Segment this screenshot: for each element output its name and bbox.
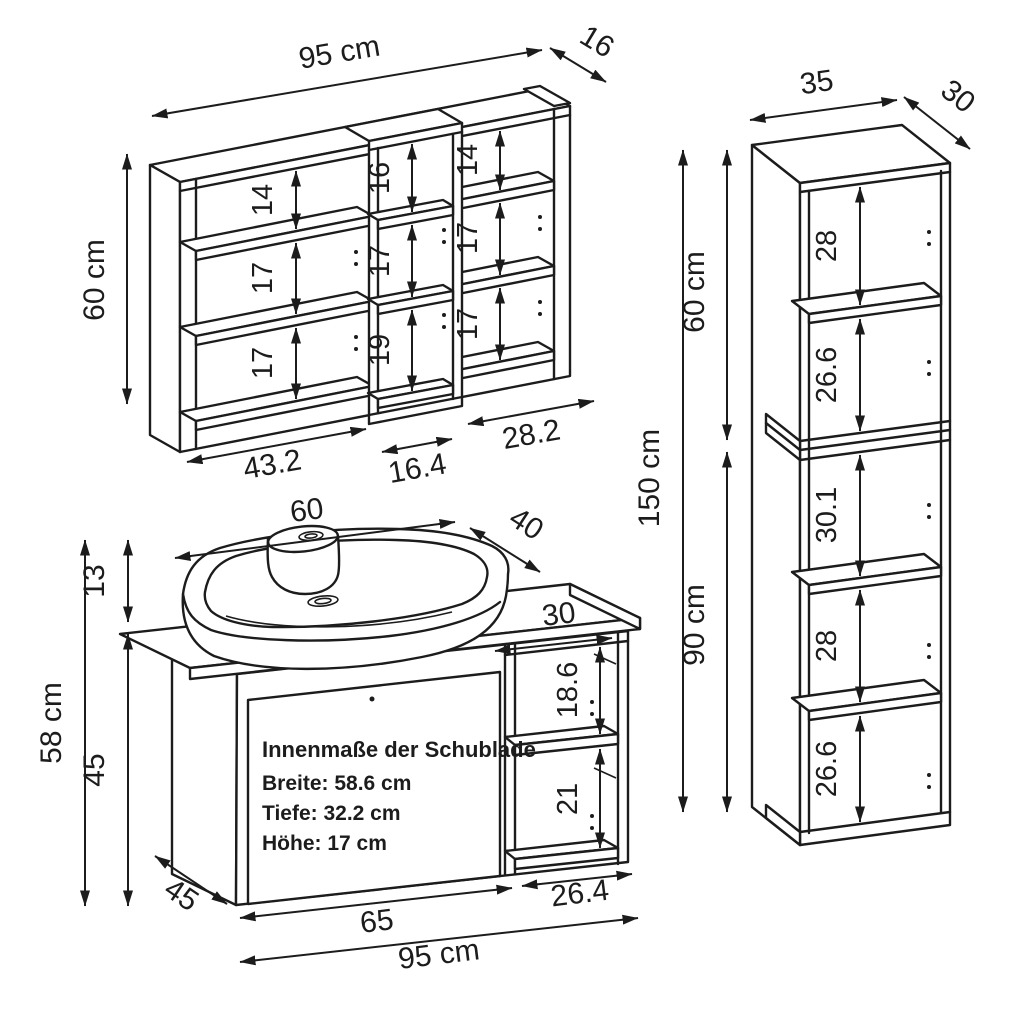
tall-cabinet-front <box>798 161 952 847</box>
tall-cabinet-upper-height-label: 60 cm <box>678 251 711 333</box>
vanity-shelf-gap-1: 18.6 <box>552 662 584 718</box>
sink-width-label: 60 <box>288 492 325 529</box>
wall-shelf-depth-dimline <box>549 47 607 83</box>
vanity-drawer-front <box>246 670 502 906</box>
wall-shelf-section-width-2: 16.4 <box>386 447 449 490</box>
wall-shelf-right-gap-1: 14 <box>452 144 484 176</box>
drawer-note-breite: Breite: 58.6 cm <box>262 772 411 795</box>
tall-cabinet-width-dimline <box>749 97 898 123</box>
drawer-note-hoehe: Höhe: 17 cm <box>262 832 387 855</box>
tall-cabinet-total-height-label: 150 cm <box>633 429 666 527</box>
tall-cabinet-depth-label: 30 <box>935 73 982 120</box>
vanity-unit: Innenmaße der Schublade Breite: 58.6 cm … <box>35 492 642 976</box>
vanity-total-width-dimline <box>239 914 639 966</box>
sink-width-dimline <box>174 519 456 561</box>
vanity-door-knob <box>369 696 375 702</box>
wall-shelf-middle-gap-1: 16 <box>364 162 396 194</box>
vanity-total-height-label: 58 cm <box>35 682 68 764</box>
sink-depth-dimline <box>469 527 541 573</box>
vanity-depth-dimline <box>154 855 228 905</box>
sink-depth-label: 40 <box>503 501 549 547</box>
wall-shelf-left-gable <box>148 163 182 454</box>
tall-cabinet-dimensions: 35 30 150 cm 60 cm 90 cm 28 26.6 30.1 28… <box>633 64 982 823</box>
tall-cabinet-lower-gap-3: 26.6 <box>811 741 843 797</box>
tall-cabinet-base-tail <box>764 803 802 847</box>
vanity-total-width-label: 95 cm <box>396 933 481 976</box>
drawer-note-tiefe: Tiefe: 32.2 cm <box>262 802 401 825</box>
tall-cabinet-lower-gap-2: 28 <box>811 630 843 662</box>
wall-shelf-left-gap-2: 17 <box>247 262 279 294</box>
drawer-note-title: Innenmaße der Schublade <box>262 737 536 762</box>
tall-cabinet-lower-height-label: 90 cm <box>678 584 711 666</box>
wall-shelf-width-dimline <box>151 47 543 119</box>
vanity-door-width-dimline <box>239 884 513 922</box>
wall-shelf-left-gap-3: 17 <box>247 347 279 379</box>
vanity-dimensions: 60 40 30 58 cm 13 45 18.6 21 45 65 26.4 … <box>35 492 639 976</box>
wall-shelf-width-label: 95 cm <box>296 30 382 76</box>
wall-shelf-section-width-3: 28.2 <box>500 413 563 456</box>
drain-outer <box>307 594 339 608</box>
vanity-shelf-gap-2: 21 <box>552 783 584 815</box>
vanity-note: Innenmaße der Schublade Breite: 58.6 cm … <box>262 737 536 855</box>
tall-cabinet-shelves <box>764 281 952 847</box>
vanity-sink <box>181 524 510 671</box>
wall-shelf-left-compartment <box>178 205 375 432</box>
tall-cabinet-carcass <box>750 123 952 847</box>
wall-shelf-unit: 95 cm 16 60 cm 14 17 17 16 17 19 14 17 1… <box>78 19 620 490</box>
vanity-counter-end <box>568 582 642 631</box>
counter-shelf-depth-dimline <box>494 634 613 655</box>
wall-shelf-right-gap-3: 17 <box>452 308 484 340</box>
wall-shelf-height-label: 60 cm <box>78 239 111 321</box>
wall-shelf-middle-gap-2: 17 <box>364 245 396 277</box>
vanity-cabinet-height-label: 45 <box>78 753 111 786</box>
vanity-door <box>246 670 502 906</box>
tall-cabinet-upper-gap-1: 28 <box>811 230 843 262</box>
vanity-shelf-width-label: 26.4 <box>549 874 611 914</box>
sink-basin-curve <box>225 611 453 628</box>
wall-shelf-middle-gap-3: 19 <box>364 334 396 366</box>
tall-cabinet-left-side <box>750 143 802 847</box>
sink-height-label: 13 <box>78 564 111 597</box>
tall-cabinet-peg-holes <box>927 230 931 789</box>
tall-cabinet-unit: 35 30 150 cm 60 cm 90 cm 28 26.6 30.1 28… <box>633 64 982 847</box>
vanity-door-width-label: 65 <box>358 903 395 940</box>
tall-cabinet-upper-gap-2: 26.6 <box>811 347 843 403</box>
tall-cabinet-depth-dimline <box>903 96 971 150</box>
vanity-shelf-width-dimline <box>521 870 633 890</box>
sink-rim-front <box>181 592 502 642</box>
drain-inner <box>314 597 332 605</box>
wall-shelf-dimensions: 95 cm 16 60 cm 14 17 17 16 17 19 14 17 1… <box>78 19 620 490</box>
vanity-left-side <box>170 642 239 907</box>
wall-shelf-depth-label: 16 <box>574 19 620 64</box>
tall-cabinet-width-label: 35 <box>798 64 836 101</box>
tall-cabinet-lower-gap-1: 30.1 <box>811 487 843 543</box>
wall-shelf-right-gap-2: 17 <box>452 222 484 254</box>
wall-shelf-left-gap-1: 14 <box>247 184 279 216</box>
counter-shelf-depth-label: 30 <box>540 596 577 633</box>
wall-shelf-peg-holes <box>354 215 542 351</box>
